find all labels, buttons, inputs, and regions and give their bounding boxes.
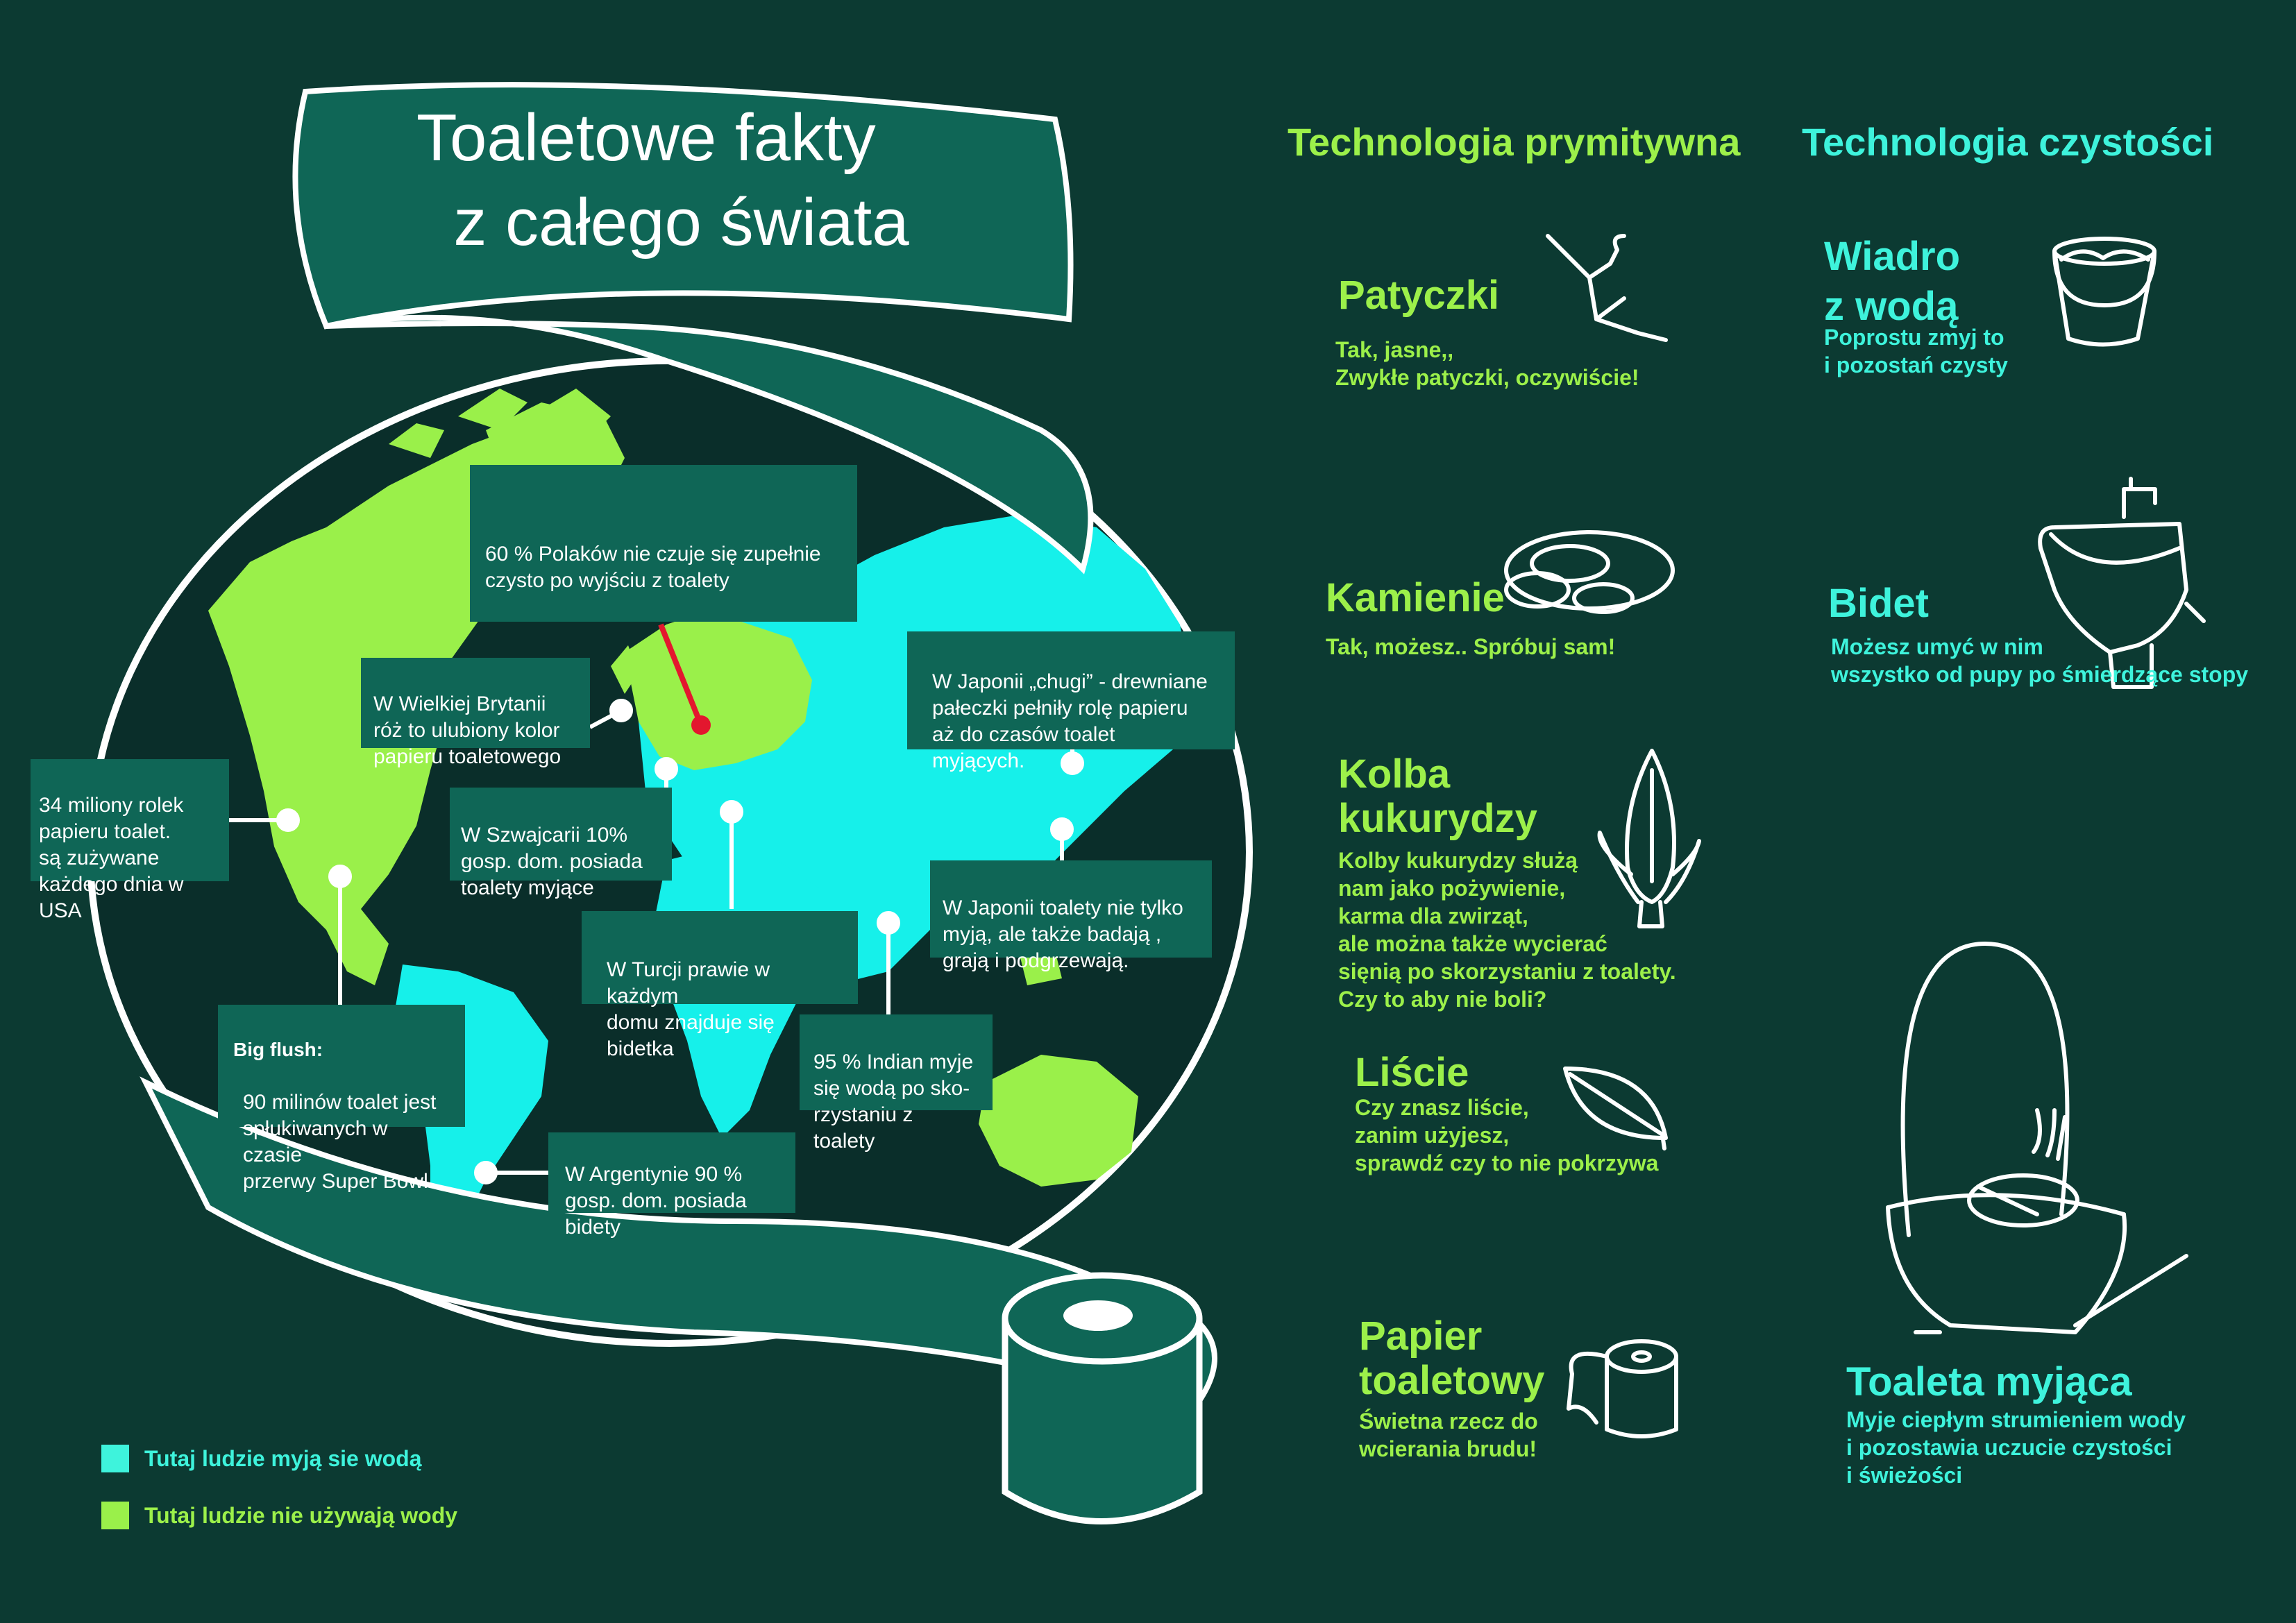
fact-argentina-text: W Argentynie 90 % gosp. dom. posiada bid… <box>565 1163 747 1239</box>
australia-landmass <box>979 1055 1138 1187</box>
fact-switzerland: W Szwajcarii 10% gosp. dom. posiada toal… <box>450 788 672 899</box>
item-title-leaves: Liście <box>1355 1050 1469 1095</box>
fact-japan-chugi-text: W Japonii „chugi” - drewniane pałeczki p… <box>932 670 1208 772</box>
item-desc-leaves: Czy znasz liście, zanim użyjesz, sprawdź… <box>1355 1095 1659 1175</box>
fact-big-flush-text: 90 milinów toalet jest spłukiwanych w cz… <box>243 1091 437 1193</box>
item-desc-toilet-paper: Świetna rzecz do wcierania brudu! <box>1359 1409 1538 1461</box>
fact-poland: 60 % Polaków nie czuje się zupełnie czys… <box>470 465 857 622</box>
fact-switzerland-text: W Szwajcarii 10% gosp. dom. posiada toal… <box>461 824 643 899</box>
item-desc-corn: Kolby kukurydzy służą nam jako pożywieni… <box>1338 848 1676 1012</box>
bidet-icon <box>2038 477 2206 689</box>
item-title-washing-toilet: Toaleta myjąca <box>1846 1359 2132 1404</box>
item-title-corn: Kolba kukurydzy <box>1338 751 1537 841</box>
fact-india-text: 95 % Indian myje się wodą po sko- rzysta… <box>813 1051 974 1153</box>
legend-label-no-water: Tutaj ludzie nie używają wody <box>144 1503 458 1528</box>
banner-curl <box>326 314 1094 575</box>
item-title-sticks: Patyczki <box>1338 273 1500 318</box>
item-title-toilet-paper: Papier toaletowy <box>1359 1314 1545 1403</box>
title-banner <box>292 82 1074 330</box>
item-desc-sticks: Tak, jasne,, Zwykłe patyczki, oczywiście… <box>1335 337 1639 390</box>
item-title-stones: Kamienie <box>1326 575 1505 620</box>
fact-turkey: W Turcji prawie w każdym domu znajduje s… <box>582 911 858 1060</box>
fact-big-flush: Big flush: 90 milinów toalet jest spłuki… <box>218 1005 465 1193</box>
fact-uk-text: W Wielkiej Brytanii róż to ulubiony kolo… <box>373 692 562 768</box>
fact-japan-chugi: W Japonii „chugi” - drewniane pałeczki p… <box>907 631 1235 772</box>
heading-clean: Technologia czystości <box>1802 120 2214 164</box>
fact-big-flush-heading: Big flush: <box>233 1039 323 1060</box>
fact-argentina: W Argentynie 90 % gosp. dom. posiada bid… <box>548 1132 795 1239</box>
fact-uk: W Wielkiej Brytanii róż to ulubiony kolo… <box>361 658 590 768</box>
toilet-roll-illustration <box>1002 1272 1203 1524</box>
corn-icon <box>1597 749 1701 928</box>
stones-icon <box>1504 530 1675 614</box>
fact-turkey-text: W Turcji prawie w każdym domu znajduje s… <box>607 958 775 1060</box>
fact-usa: 34 miliony rolek papieru toalet. są zuży… <box>31 759 229 922</box>
british-isles <box>611 645 639 694</box>
item-title-bucket: Wiadro z wodą <box>1824 234 1961 329</box>
twig-icon <box>1546 234 1668 342</box>
page-title: Toaletowe fakty z całego świata <box>416 101 909 260</box>
fact-japan-toilets-text: W Japonii toalety nie tylko myją, ale ta… <box>943 897 1183 972</box>
fact-india: 95 % Indian myje się wodą po sko- rzysta… <box>800 1014 993 1153</box>
fact-pointers <box>229 699 1084 1184</box>
fact-usa-text: 34 miliony rolek papieru toalet. są zuży… <box>39 794 184 922</box>
item-title-bidet: Bidet <box>1828 581 1929 626</box>
washing-toilet-icon <box>1886 942 2188 1334</box>
toilet-paper-icon <box>1567 1339 1678 1438</box>
heading-primitive: Technologia prymitywna <box>1288 120 1741 164</box>
item-desc-bidet: Możesz umyć w nim wszystko od pupy po śm… <box>1831 634 2249 687</box>
bucket-icon <box>2052 237 2156 347</box>
leaf-icon <box>1563 1067 1668 1150</box>
fact-poland-text: 60 % Polaków nie czuje się zupełnie czys… <box>485 543 821 592</box>
legend-label-water: Tutaj ludzie myją sie wodą <box>144 1446 422 1471</box>
item-desc-washing-toilet: Myje ciepłym strumieniem wody i pozostaw… <box>1846 1407 2186 1488</box>
item-desc-stones: Tak, możesz.. Spróbuj sam! <box>1326 634 1616 659</box>
legend-swatch-no-water <box>101 1502 129 1529</box>
item-desc-bucket: Poprostu zmyj to i pozostań czysty <box>1824 325 2008 377</box>
legend-swatch-water <box>101 1445 129 1472</box>
poland-pointer <box>658 623 711 735</box>
fact-japan-toilets: W Japonii toalety nie tylko myją, ale ta… <box>930 860 1212 972</box>
